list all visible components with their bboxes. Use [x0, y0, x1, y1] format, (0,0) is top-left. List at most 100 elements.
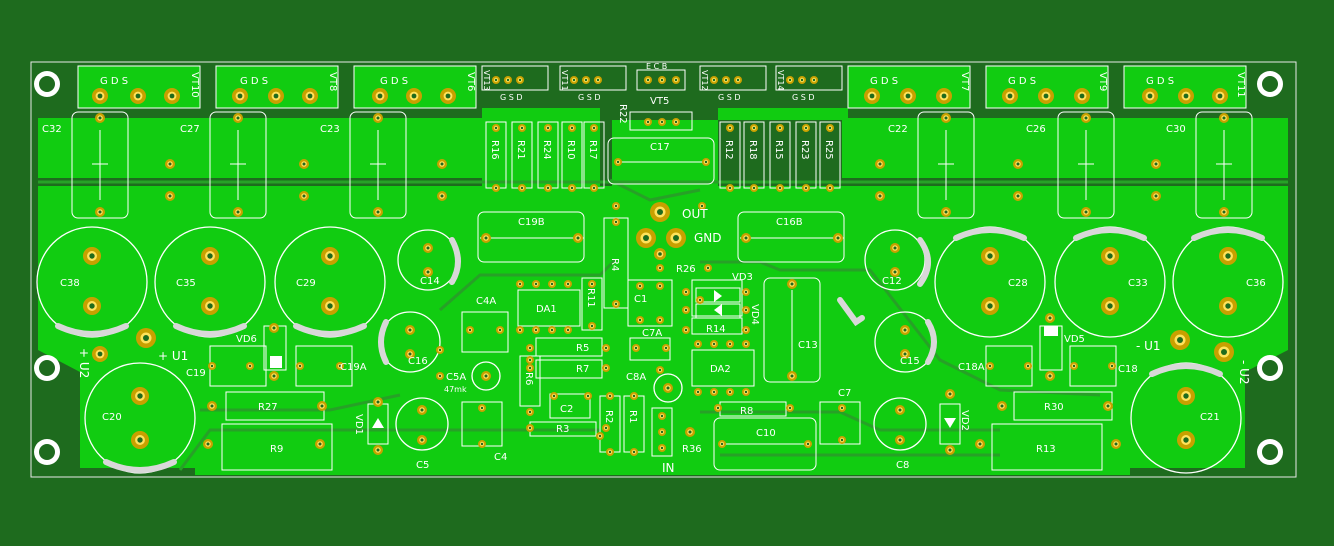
drill-hole: [520, 186, 524, 190]
drill-hole: [135, 93, 141, 99]
r7-label: R7: [576, 364, 589, 375]
r13-label: R13: [1036, 444, 1056, 455]
drill-hole: [688, 430, 692, 434]
c5a-label: C5A: [446, 372, 466, 383]
drill-hole: [480, 406, 484, 410]
drill-hole: [643, 235, 649, 241]
r36-label: R36: [682, 444, 702, 455]
drill-hole: [1079, 93, 1085, 99]
big-electrolytic-caps: [36, 226, 1284, 474]
drill-hole: [646, 120, 650, 124]
vt11b-label: VT11: [560, 70, 569, 91]
drill-hole: [494, 78, 498, 82]
drill-hole: [716, 406, 720, 410]
c19b-label: C19B: [518, 217, 545, 228]
vt12-pins: G S D: [718, 93, 741, 102]
da2-label: DA2: [710, 364, 731, 375]
drill-hole: [790, 374, 794, 378]
drill-hole: [898, 438, 902, 442]
r10-label: R10: [565, 140, 576, 160]
drill-hole: [658, 266, 662, 270]
drill-hole: [788, 406, 792, 410]
drill-hole: [658, 318, 662, 322]
vt11-label: VT11: [1235, 72, 1246, 98]
drill-hole: [728, 342, 732, 346]
vd1-label: VD1: [353, 414, 364, 435]
drill-hole: [638, 318, 642, 322]
vt8-pins: G D S: [240, 76, 268, 87]
drill-hole: [903, 352, 907, 356]
drill-hole: [744, 328, 748, 332]
drill-hole: [608, 394, 612, 398]
drill-hole: [570, 126, 574, 130]
drill-hole: [660, 430, 664, 434]
c19a-label: C19A: [340, 362, 367, 373]
drill-hole: [307, 93, 313, 99]
drill-hole: [658, 284, 662, 288]
drill-hole: [812, 78, 816, 82]
drill-hole: [438, 348, 442, 352]
drill-hole: [660, 446, 664, 450]
drill-hole: [728, 186, 732, 190]
c32-label: C32: [42, 124, 62, 135]
drill-hole: [426, 246, 430, 250]
board-outline: [30, 61, 1297, 478]
drill-hole: [552, 394, 556, 398]
drill-hole: [638, 284, 642, 288]
drill-hole: [804, 126, 808, 130]
drill-hole: [673, 235, 679, 241]
drill-hole: [1026, 364, 1030, 368]
drill-hole: [720, 442, 724, 446]
drill-hole: [878, 194, 882, 198]
vt13-label: VT13: [482, 70, 491, 91]
r8-label: R8: [740, 406, 753, 417]
drill-hole: [684, 308, 688, 312]
drill-hole: [658, 252, 662, 256]
drill-hole: [426, 270, 430, 274]
c2-label: C2: [560, 404, 573, 415]
drill-hole: [1183, 393, 1189, 399]
drill-hole: [660, 120, 664, 124]
drill-hole: [790, 282, 794, 286]
c7a-label: C7A: [642, 328, 662, 339]
u1-right-label: - U1: [1136, 339, 1161, 353]
drill-hole: [137, 437, 143, 443]
drill-hole: [518, 78, 522, 82]
r23-label: R23: [799, 140, 810, 160]
c22-label: C22: [888, 124, 908, 135]
r26-label: R26: [676, 264, 696, 275]
drill-hole: [1043, 93, 1049, 99]
drill-hole: [744, 390, 748, 394]
drill-hole: [98, 116, 102, 120]
drill-hole: [704, 160, 708, 164]
drill-hole: [1177, 337, 1183, 343]
drill-hole: [408, 352, 412, 356]
u2-left-label: + U2: [77, 348, 91, 378]
r9-label: R9: [270, 444, 283, 455]
c26-label: C26: [1026, 124, 1046, 135]
drill-hole: [1154, 162, 1158, 166]
drill-hole: [614, 204, 618, 208]
drill-hole: [169, 93, 175, 99]
drill-hole: [1000, 404, 1004, 408]
drill-hole: [674, 120, 678, 124]
r22-label: R22: [617, 104, 628, 124]
drill-hole: [438, 374, 442, 378]
drill-hole: [97, 93, 103, 99]
drill-hole: [272, 374, 276, 378]
c16b-label: C16B: [776, 217, 803, 228]
vt9-label: VT9: [1097, 72, 1108, 91]
c8a-label: C8A: [626, 372, 646, 383]
drill-hole: [660, 78, 664, 82]
vt5-pins: E C B: [646, 62, 667, 71]
drill-hole: [724, 78, 728, 82]
vt7-pins: G D S: [870, 76, 898, 87]
c21-label: C21: [1200, 412, 1220, 423]
drill-hole: [1222, 210, 1226, 214]
r21-label: R21: [515, 140, 526, 160]
drill-hole: [778, 186, 782, 190]
c8-label: C8: [896, 460, 909, 471]
drill-hole: [664, 346, 668, 350]
r11-label: R11: [585, 288, 596, 308]
r16-label: R16: [489, 140, 500, 160]
